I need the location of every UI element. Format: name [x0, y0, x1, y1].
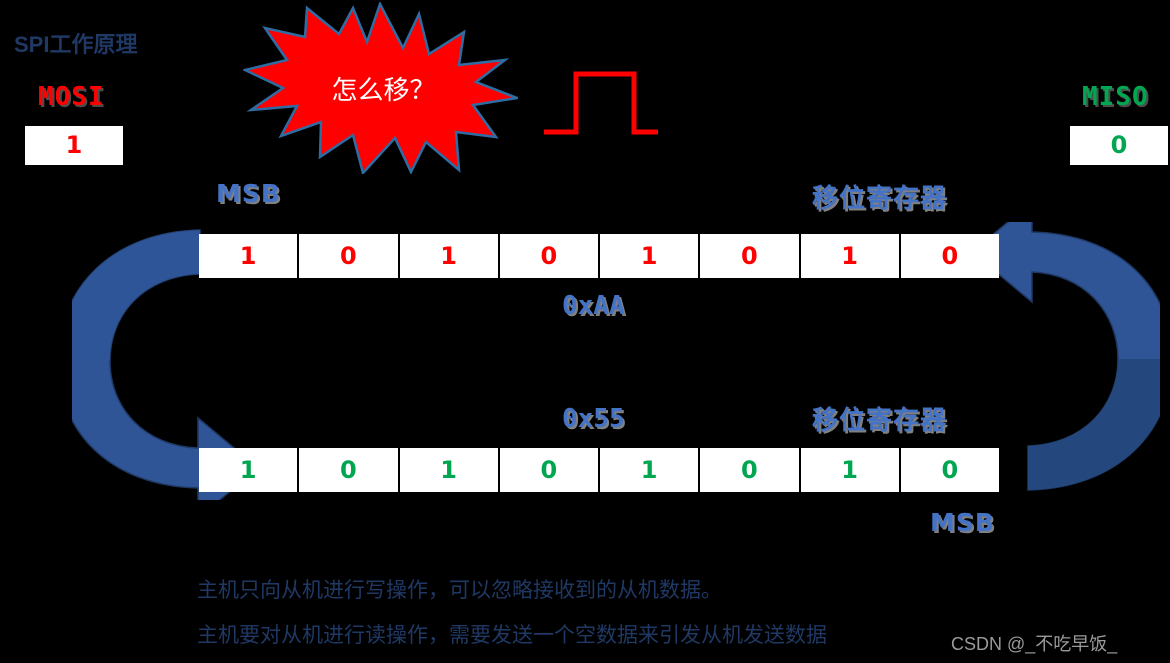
- bit-cell: 1: [600, 234, 699, 278]
- bit-cell: 1: [800, 234, 899, 278]
- starburst-icon: [241, 0, 522, 176]
- bit-cell: 0: [299, 234, 398, 278]
- loop-arrow-down-icon: [57, 222, 262, 520]
- register-name-bottom: 移位寄存器: [812, 405, 948, 435]
- callout-text: 怎么移？: [331, 74, 436, 105]
- note-line-1: 主机只向从机进行写操作，可以忽略接收到的从机数据。: [197, 579, 722, 602]
- msb-label-bottom: MSB: [930, 508, 995, 537]
- miso-label: MISO: [1082, 82, 1149, 112]
- bit-cell: 1: [800, 448, 899, 492]
- bit-cell: 0: [900, 448, 999, 492]
- bit-cell: 0: [900, 234, 999, 278]
- bit-cell: 0: [299, 448, 398, 492]
- bit-cell: 1: [199, 234, 298, 278]
- mosi-value-box: 1: [25, 126, 123, 165]
- bit-cell: 0: [499, 448, 598, 492]
- register-name-top: 移位寄存器: [812, 183, 948, 213]
- shift-register-top: 1 0 1 0 1 0 1 0: [199, 234, 999, 278]
- csdn-watermark: CSDN @_不吃早饭_: [951, 634, 1118, 654]
- bit-cell: 1: [199, 448, 298, 492]
- loop-arrow-up-icon: [970, 200, 1170, 494]
- bit-cell: 0: [700, 234, 799, 278]
- bit-cell: 0: [700, 448, 799, 492]
- bit-cell: 1: [600, 448, 699, 492]
- miso-value-box: 0: [1070, 126, 1168, 165]
- clock-pulse-icon: [542, 62, 660, 148]
- msb-label-top: MSB: [216, 179, 281, 208]
- note-line-2: 主机要对从机进行读操作，需要发送一个空数据来引发从机发送数据: [197, 624, 827, 647]
- bit-cell: 1: [399, 234, 498, 278]
- mosi-label: MOSI: [38, 82, 105, 112]
- shift-register-bottom: 1 0 1 0 1 0 1 0: [199, 448, 999, 492]
- question-callout: 怎么移？: [241, 0, 522, 176]
- hex-value-top: 0xAA: [562, 291, 625, 321]
- hex-value-bottom: 0x55: [562, 404, 625, 434]
- bit-cell: 1: [399, 448, 498, 492]
- bit-cell: 0: [499, 234, 598, 278]
- page-title: SPI工作原理: [14, 32, 138, 57]
